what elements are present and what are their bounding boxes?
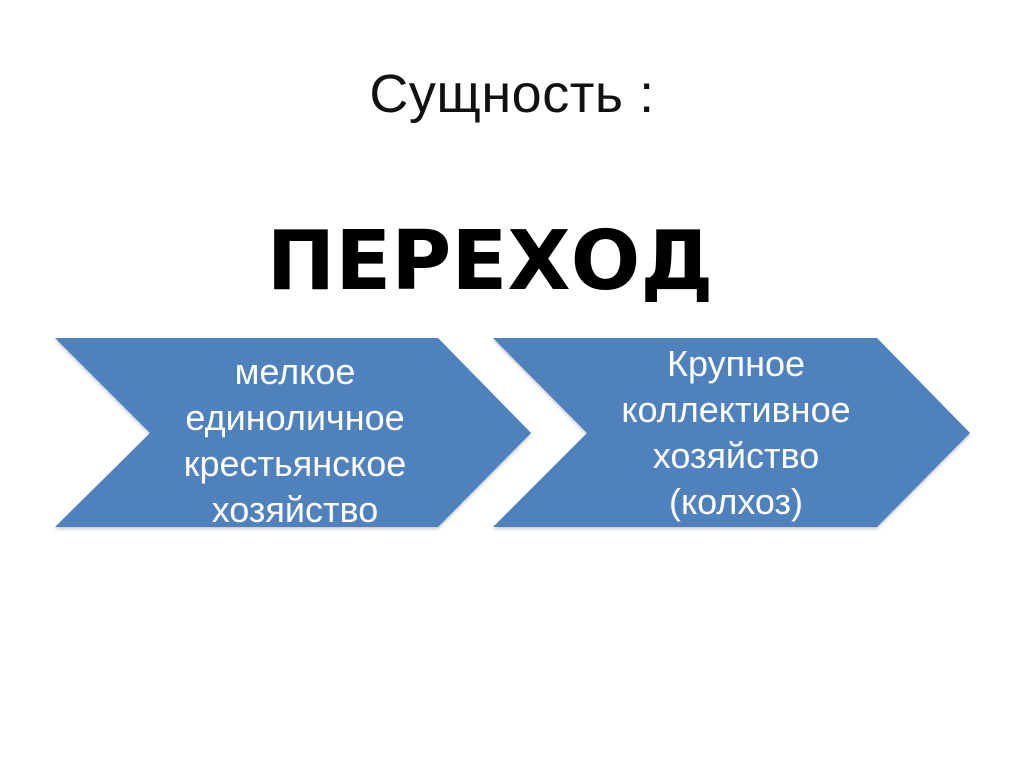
chevron-arrow-shape-right bbox=[493, 338, 970, 527]
chevron-arrow-shape-left bbox=[55, 338, 531, 527]
slide-title: Сущность : bbox=[369, 64, 655, 124]
slide-heading: ПЕРЕХОД bbox=[266, 214, 714, 309]
arrow-label-small-individual-farm: мелкое единоличное крестьянское хозяйств… bbox=[183, 350, 407, 530]
arrow-label-large-collective-farm: Крупное коллективное хозяйство (колхоз) bbox=[621, 342, 851, 522]
